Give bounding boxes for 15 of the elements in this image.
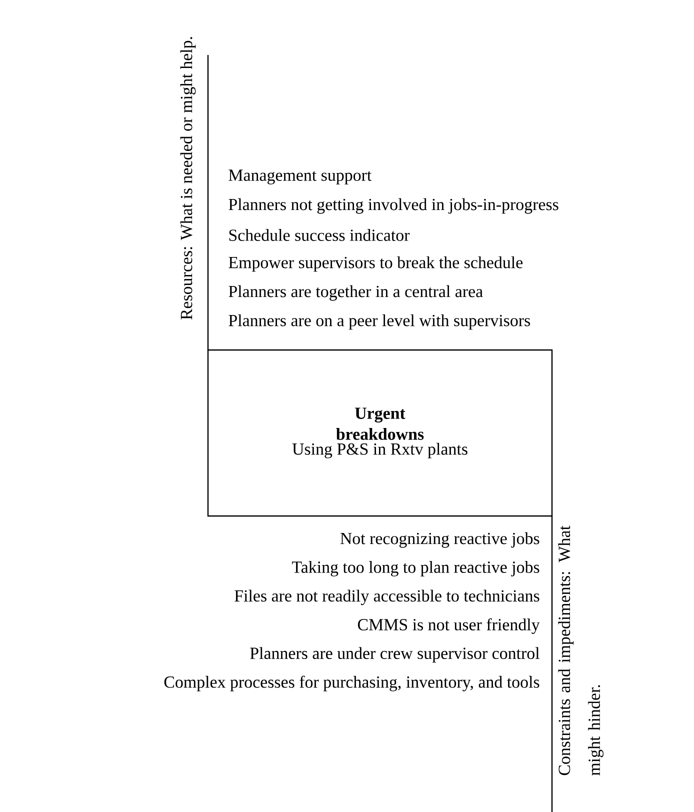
constraint-item: CMMS is not user friendly — [358, 618, 540, 634]
constraint-item: Complex processes for purchasing, inventory, and tools — [164, 676, 540, 692]
resource-item: Planners are together in a central area — [228, 285, 483, 301]
constraint-item: Taking too long to plan reactive jobs — [292, 561, 540, 576]
constraint-item: Planners are under crew supervisor control — [250, 647, 540, 662]
resource-item: Planners are on a peer level with supervisors — [228, 314, 530, 330]
resource-item: Schedule success indicator — [229, 229, 410, 241]
resource-item: Empower supervisors to break the schedule — [228, 256, 523, 272]
topic-box: Urgent breakdowns Using P&S in Rxtv plants — [207, 349, 553, 517]
constraint-item: Not recognizing reactive jobs — [340, 532, 540, 548]
axis-heading: Constraints and impediments: What might hinder. — [558, 526, 604, 776]
axis-heading: Resources: What is needed or might help. — [180, 37, 196, 320]
resource-item: Management support — [228, 170, 372, 184]
resource-item: Planners not getting involved in jobs-in-progress — [228, 198, 558, 214]
constraint-item: Files are not readily accessible to technicians — [234, 590, 540, 606]
